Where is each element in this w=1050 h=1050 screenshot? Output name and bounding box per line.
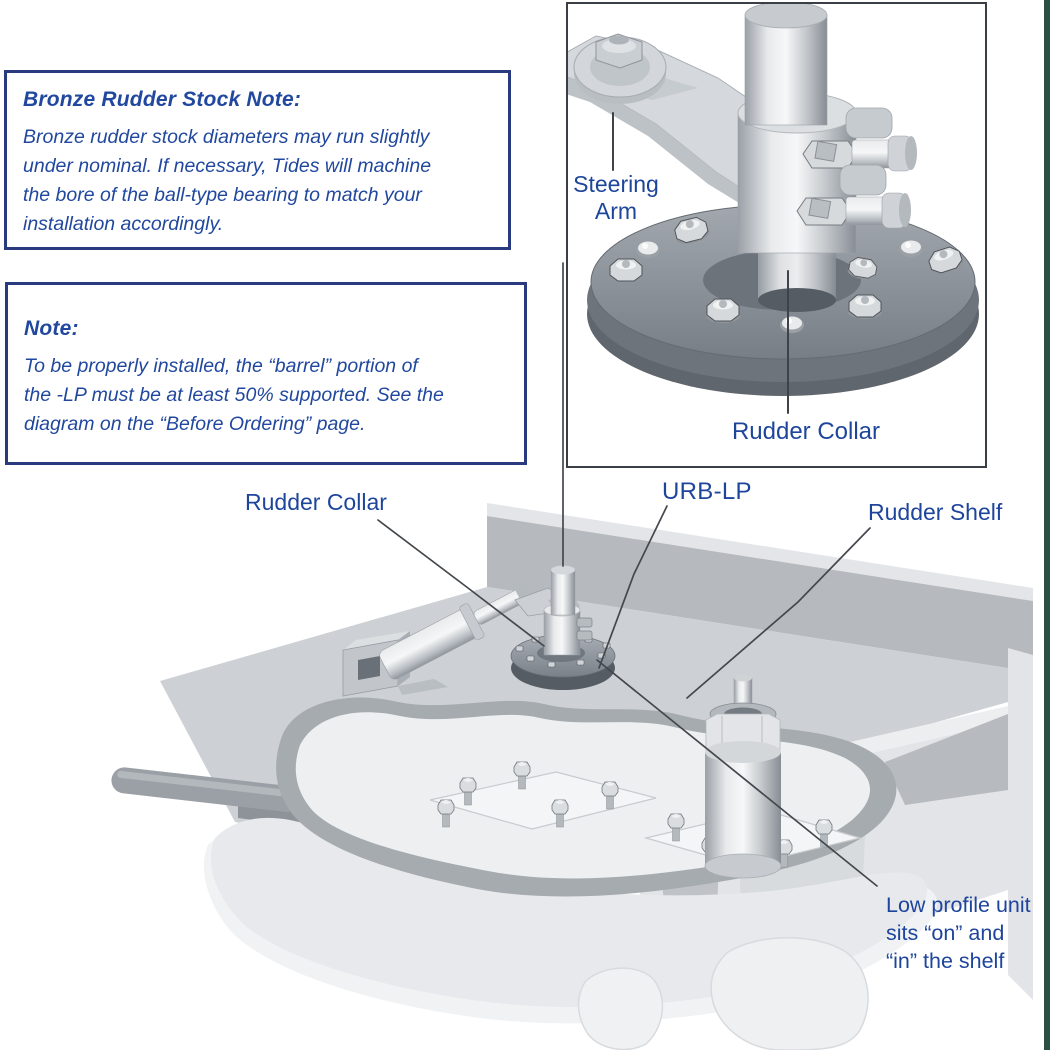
rudder-collar-label: Rudder Collar — [245, 489, 387, 515]
inset-leader-lines — [612, 112, 789, 414]
rudder-collar-inset-label: Rudder Collar — [731, 418, 881, 445]
note-title: Bronze Rudder Stock Note: — [23, 88, 302, 111]
low-profile-unit-label: Low profile unit sits “on” and “in” the … — [886, 893, 1031, 973]
rudder-stock — [744, 4, 828, 126]
note-body: To be properly installed, the “barrel” p… — [24, 355, 444, 435]
shelf-right-cut-face — [1008, 648, 1033, 1000]
urb-lp-label: URB-LP — [662, 478, 752, 505]
leader-lines — [377, 262, 878, 887]
steering-arm-label: Steering Arm — [573, 171, 659, 224]
page-edge-artifact — [1044, 0, 1050, 1050]
note-body: Bronze rudder stock diameters may run sl… — [23, 126, 432, 235]
note-title: Note: — [24, 317, 79, 340]
installation-note-box: Note: To be properly installed, the “bar… — [5, 282, 527, 465]
bronze-rudder-stock-note-box: Bronze Rudder Stock Note: Bronze rudder … — [4, 70, 511, 250]
steering-arm — [568, 33, 793, 206]
rudder-fins — [577, 937, 869, 1050]
urb-lp-unit — [510, 565, 616, 690]
inset-illustration-svg — [568, 4, 979, 414]
lower-bearing-barrel — [704, 674, 782, 879]
hydraulic-cylinder — [342, 582, 580, 697]
bulkhead-wall — [487, 503, 1033, 672]
rudder-shelf-label: Rudder Shelf — [868, 499, 1003, 525]
detail-inset-box — [566, 2, 987, 468]
